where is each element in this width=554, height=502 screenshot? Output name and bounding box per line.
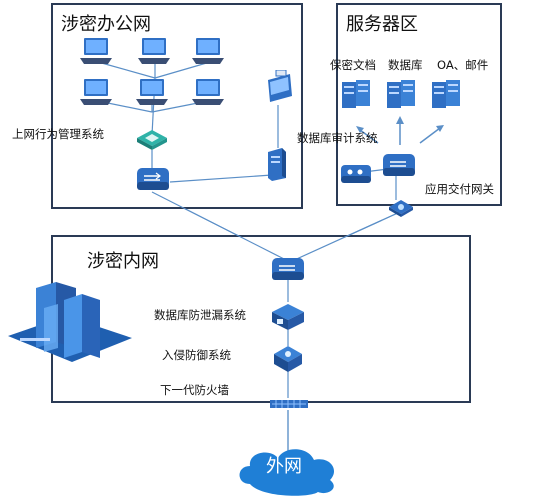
zone-intranet-title: 涉密内网 [87,251,159,272]
db-dlp-icon [272,304,304,330]
behavior-mgmt-icon [137,130,167,150]
server-oa-label: OA、邮件 [437,58,489,72]
server-rack-icon [432,80,460,108]
pc-icon [136,79,168,105]
behavior-mgmt-label: 上网行为管理系统 [12,127,104,141]
office-switch-icon [137,168,169,190]
server-db-label: 数据库 [388,58,423,72]
pc-icon [80,38,112,64]
zone-office-title: 涉密办公网 [61,14,151,35]
firewall-icon [270,400,308,408]
db-dlp-label: 数据库防泄漏系统 [154,308,246,322]
pc-icon [138,38,170,64]
zone-servers-title: 服务器区 [346,14,418,35]
server-rack-icon [387,80,415,108]
server-switch-icon [383,154,415,176]
app-gateway-label: 应用交付网关 [425,182,494,196]
app-gateway-icon [389,200,413,217]
db-audit-icon [341,165,371,183]
printer-icon [268,70,292,102]
cloud-icon [239,449,335,496]
intranet-switch-icon [272,258,304,280]
db-audit-label: 数据库审计系统 [297,131,378,145]
pc-icon [80,79,112,105]
server-rack-icon [342,80,370,108]
ids-icon [274,346,302,372]
pc-icon [192,79,224,105]
buildings-icon [8,282,132,362]
server-tower-icon [268,148,286,181]
firewall-label: 下一代防火墙 [160,383,229,397]
internet-label: 外网 [266,456,302,477]
server-docs-label: 保密文档 [330,58,376,72]
ids-label: 入侵防御系统 [162,348,231,362]
zone-intranet: 涉密内网 [51,235,471,403]
pc-icon [192,38,224,64]
